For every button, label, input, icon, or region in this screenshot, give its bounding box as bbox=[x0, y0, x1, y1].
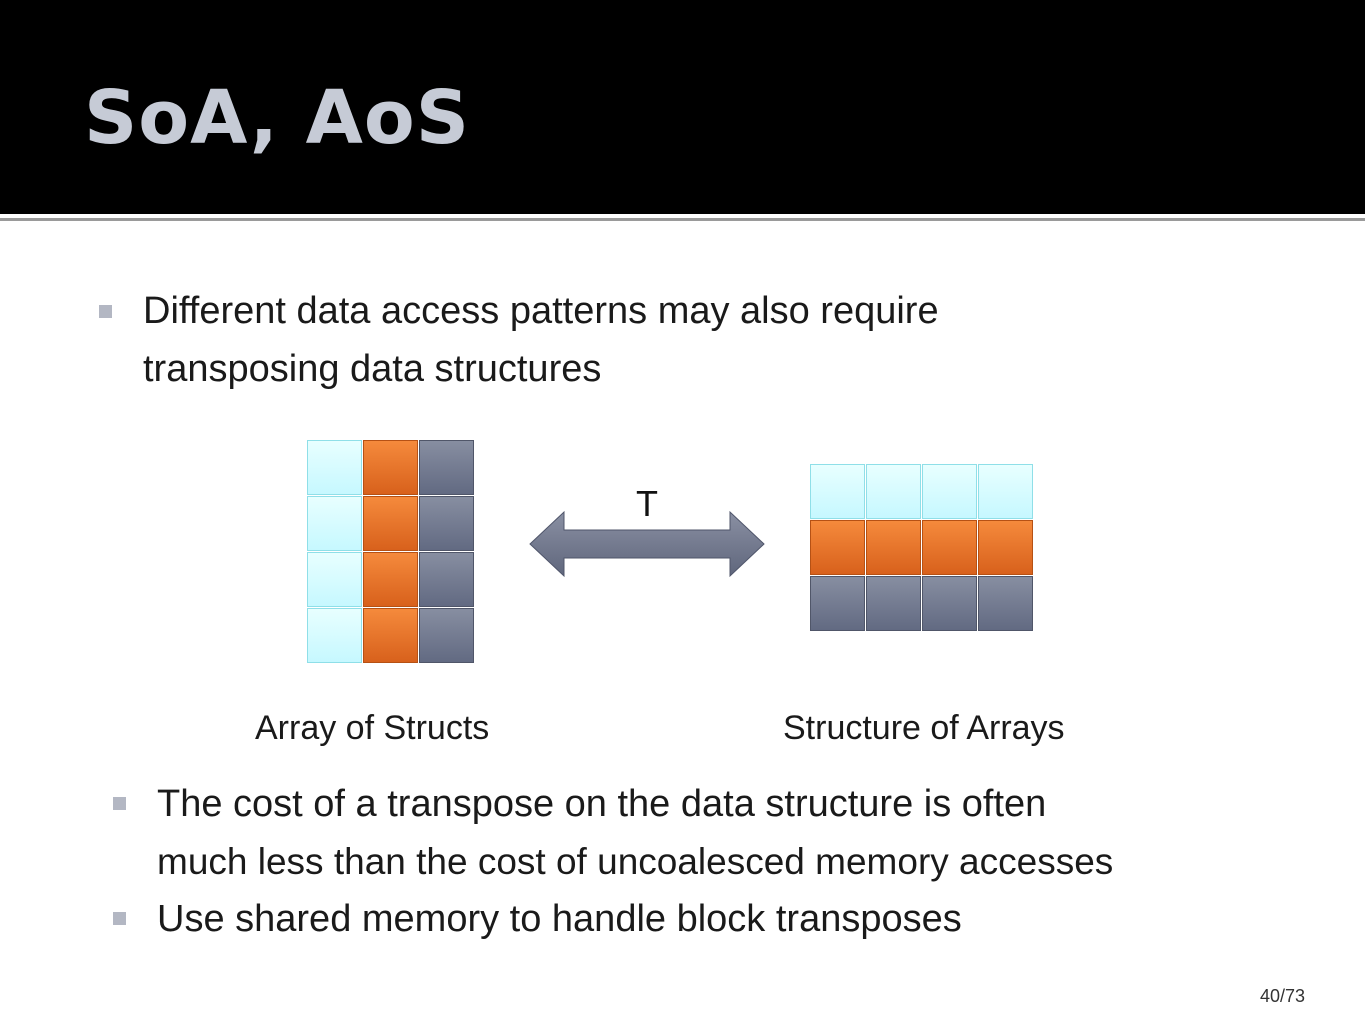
bullet-square-icon bbox=[99, 305, 112, 318]
aos-cell bbox=[419, 496, 474, 551]
aos-cell bbox=[307, 608, 362, 663]
soa-grid bbox=[810, 464, 1034, 632]
aos-grid bbox=[307, 440, 475, 664]
double-arrow-icon bbox=[529, 510, 765, 578]
soa-cell bbox=[978, 464, 1033, 519]
soa-cell bbox=[810, 576, 865, 631]
bullet-square-icon bbox=[113, 797, 126, 810]
soa-cell bbox=[866, 576, 921, 631]
bullet-text-line: The cost of a transpose on the data stru… bbox=[157, 783, 1047, 825]
soa-caption: Structure of Arrays bbox=[783, 709, 1065, 747]
bullet-text-line: transposing data structures bbox=[143, 348, 602, 390]
aos-caption: Array of Structs bbox=[255, 709, 490, 747]
aos-cell bbox=[307, 552, 362, 607]
aos-cell bbox=[363, 440, 418, 495]
aos-cell bbox=[419, 608, 474, 663]
aos-cell bbox=[363, 552, 418, 607]
transpose-label: T bbox=[636, 483, 658, 524]
bullet-text-line: Use shared memory to handle block transp… bbox=[157, 898, 962, 940]
aos-cell bbox=[307, 496, 362, 551]
bullet-square-icon bbox=[113, 912, 126, 925]
soa-cell bbox=[810, 464, 865, 519]
aos-cell bbox=[363, 608, 418, 663]
aos-cell bbox=[363, 496, 418, 551]
soa-cell bbox=[922, 464, 977, 519]
aos-cell bbox=[419, 440, 474, 495]
soa-cell bbox=[922, 576, 977, 631]
bullet-text-line: much less than the cost of uncoalesced m… bbox=[157, 841, 1114, 882]
aos-cell bbox=[419, 552, 474, 607]
aos-cell bbox=[307, 440, 362, 495]
slide-title: SoA, AoS bbox=[84, 75, 471, 161]
title-bar bbox=[0, 0, 1365, 214]
soa-cell bbox=[810, 520, 865, 575]
soa-cell bbox=[866, 464, 921, 519]
soa-cell bbox=[978, 576, 1033, 631]
soa-cell bbox=[866, 520, 921, 575]
bullet-text-line: Different data access patterns may also … bbox=[143, 290, 939, 332]
page-number: 40/73 bbox=[1259, 986, 1305, 1006]
title-divider bbox=[0, 214, 1365, 224]
soa-cell bbox=[922, 520, 977, 575]
soa-cell bbox=[978, 520, 1033, 575]
